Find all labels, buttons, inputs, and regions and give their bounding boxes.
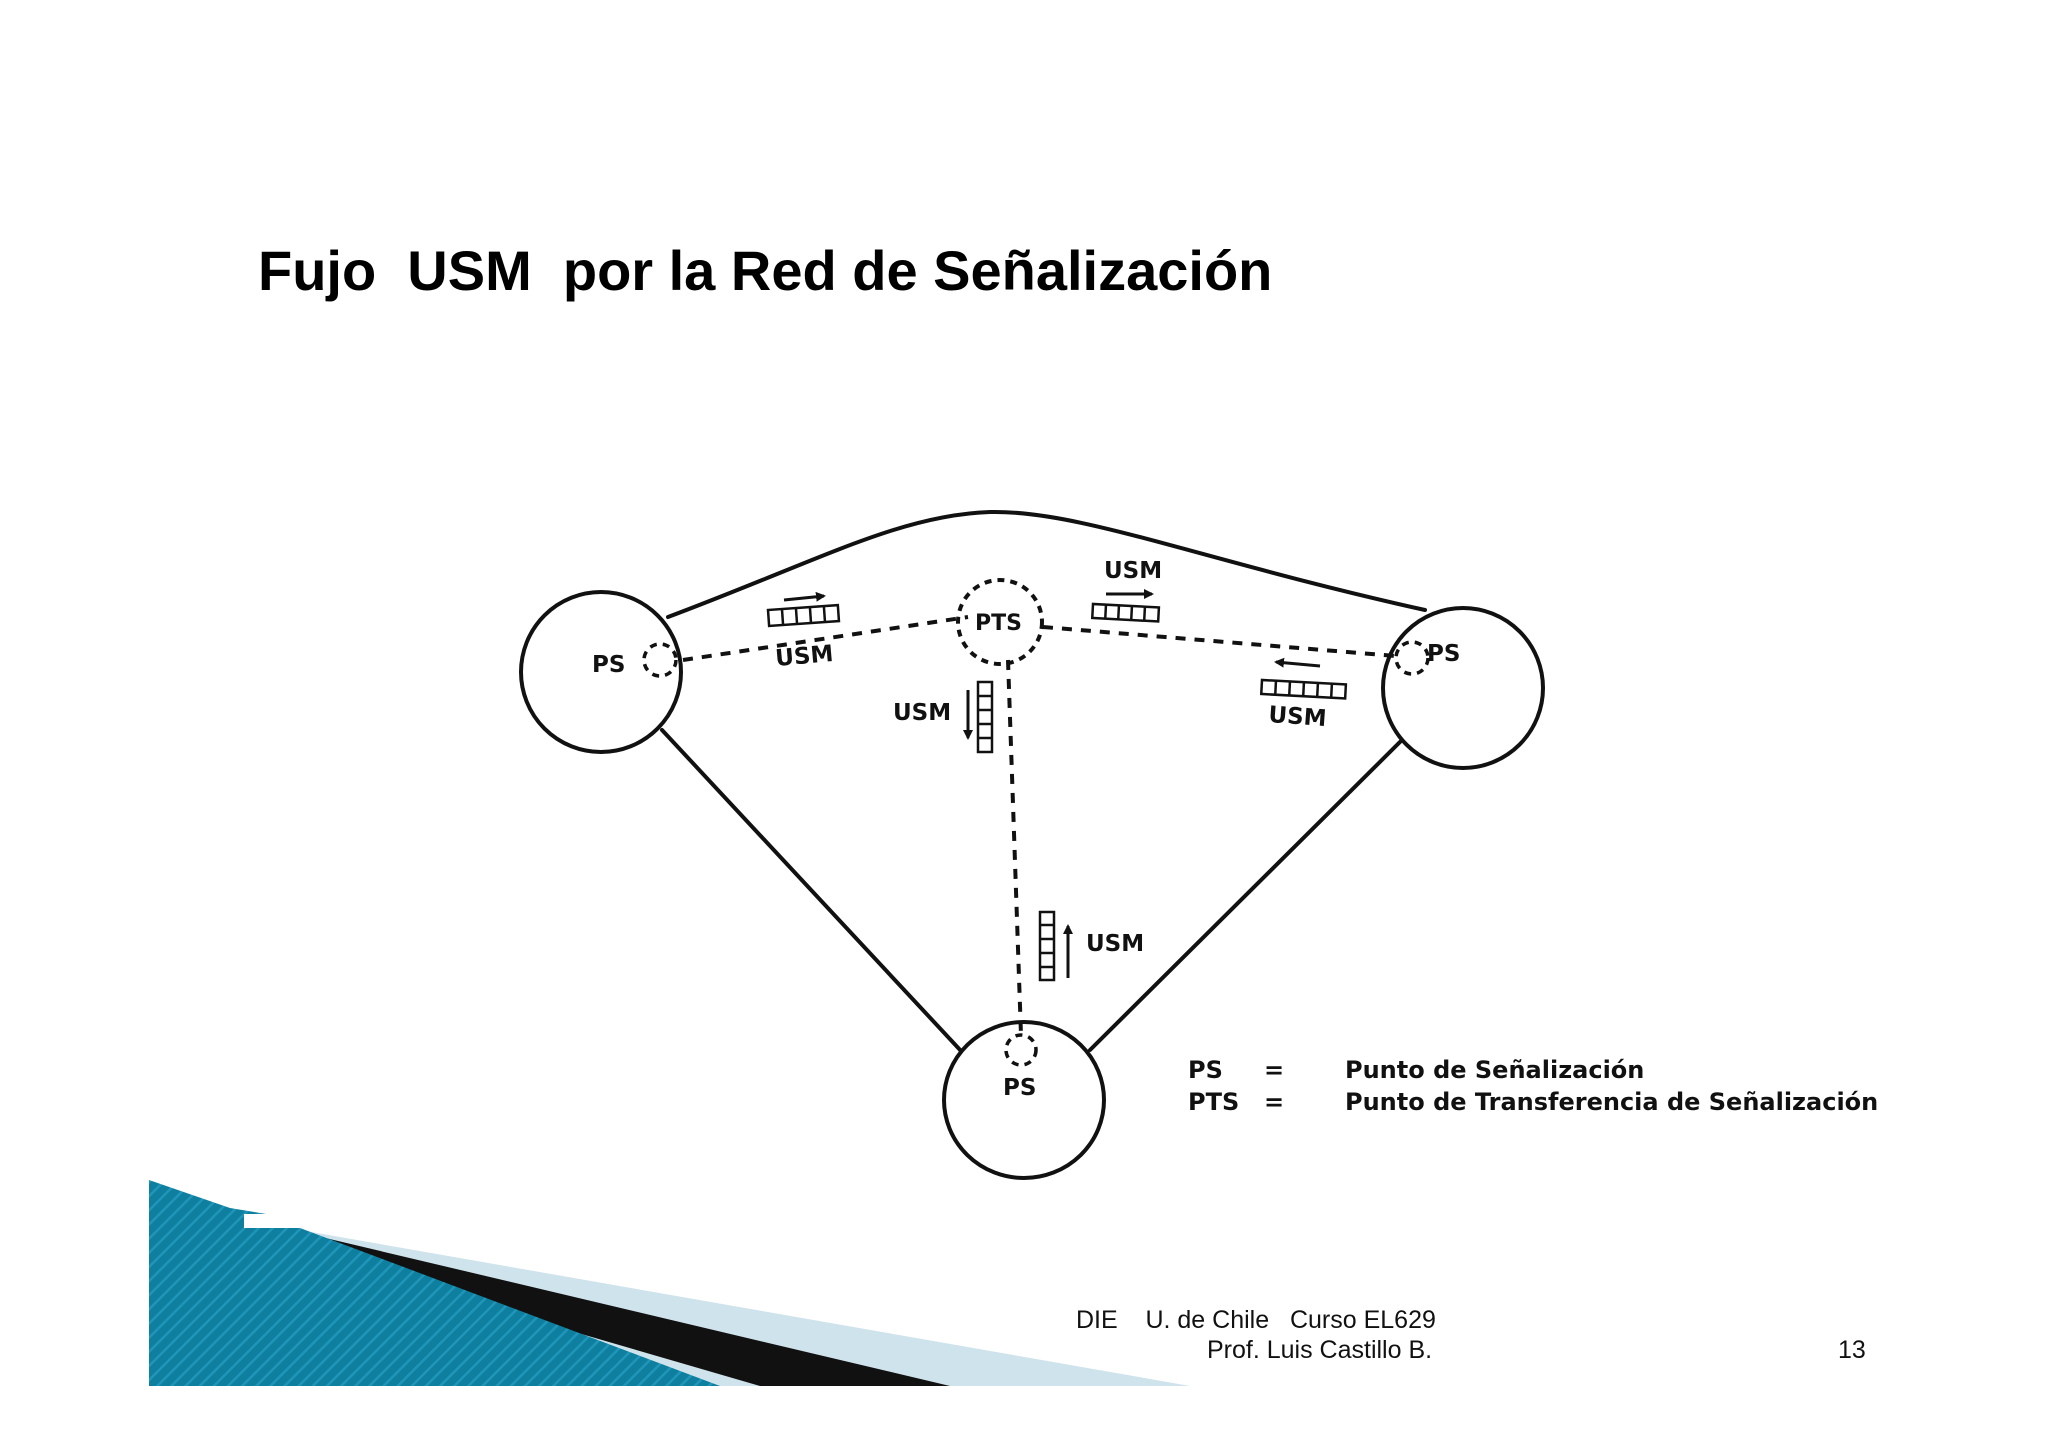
footer-line-2: Prof. Luis Castillo B. bbox=[1207, 1336, 1433, 1364]
node-left-circle bbox=[519, 590, 683, 754]
message-stacks bbox=[766, 602, 1348, 982]
sp-left bbox=[642, 642, 678, 678]
path-pts-bottom bbox=[1006, 659, 1023, 1036]
msg-label-right-bottom: USM bbox=[1268, 702, 1328, 732]
footer-line-1: DIE U. de Chile Curso EL629 bbox=[1076, 1306, 1436, 1334]
usm-packet-down bbox=[976, 680, 994, 754]
page-number: 13 bbox=[1838, 1336, 1866, 1364]
msg-label-left: USM bbox=[774, 641, 834, 672]
legend-eq-2: = bbox=[1264, 1088, 1284, 1116]
legend-abbr-1: PS bbox=[1188, 1056, 1223, 1084]
swoosh-black-band bbox=[300, 1232, 950, 1386]
footer-swoosh-decoration bbox=[149, 1180, 1190, 1386]
network-links bbox=[660, 509, 1427, 1054]
usm-packet-up bbox=[1038, 910, 1056, 982]
msg-label-up: USM bbox=[1086, 931, 1144, 957]
swoosh-white-notch bbox=[244, 1214, 266, 1228]
node-label-right: PS bbox=[1427, 641, 1460, 667]
usm-packet-right-top bbox=[1090, 602, 1161, 623]
arrow-left-link bbox=[783, 591, 826, 602]
usm-packet-right-bottom bbox=[1259, 678, 1348, 700]
swoosh-blue-band bbox=[149, 1180, 720, 1386]
slide-title: Fujo USM por la Red de Señalización bbox=[258, 239, 1273, 302]
legend-abbr-2: PTS bbox=[1188, 1088, 1239, 1116]
sp-right bbox=[1394, 640, 1430, 676]
node-label-center: PTS bbox=[975, 611, 1022, 636]
legend-meaning-1: Punto de Señalización bbox=[1345, 1056, 1644, 1084]
signaling-point-markers bbox=[642, 578, 1430, 1067]
link-right-bottom bbox=[1088, 738, 1404, 1052]
node-label-bottom: PS bbox=[1003, 1075, 1036, 1101]
link-top-arc bbox=[666, 509, 1427, 619]
signaling-paths bbox=[682, 615, 1397, 1036]
msg-label-right-top: USM bbox=[1104, 558, 1162, 584]
node-circles bbox=[519, 590, 1545, 1180]
sp-bottom bbox=[1004, 1033, 1038, 1067]
arrow-right-bottom bbox=[1274, 657, 1321, 668]
pts-circle bbox=[956, 578, 1044, 666]
node-right-circle bbox=[1381, 606, 1545, 770]
legend: PS = Punto de Señalización PTS = Punto d… bbox=[1188, 1056, 1878, 1116]
msg-label-down: USM bbox=[893, 700, 951, 726]
node-label-left: PS bbox=[592, 652, 625, 678]
node-bottom-circle bbox=[942, 1020, 1106, 1180]
path-pts-right bbox=[1042, 625, 1397, 658]
direction-arrows bbox=[783, 589, 1321, 978]
legend-meaning-2: Punto de Transferencia de Señalización bbox=[1345, 1088, 1878, 1116]
link-left-bottom bbox=[660, 728, 964, 1054]
legend-eq-1: = bbox=[1264, 1056, 1284, 1084]
usm-packet-left bbox=[766, 603, 841, 628]
